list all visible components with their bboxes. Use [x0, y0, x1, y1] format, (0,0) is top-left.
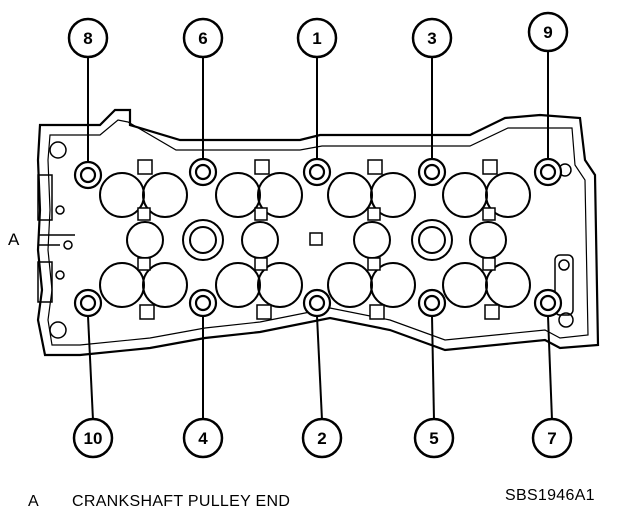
svg-text:2: 2 [317, 429, 326, 448]
figure-code: SBS1946A1 [505, 487, 595, 504]
legend-text: CRANKSHAFT PULLEY END [72, 493, 291, 510]
bolt-4 [188, 288, 218, 318]
svg-text:7: 7 [547, 429, 556, 448]
bolt-2 [302, 288, 332, 318]
bolt-9 [533, 157, 563, 187]
callout-3: 3 [411, 17, 453, 59]
callout-9: 9 [527, 11, 569, 53]
svg-text:5: 5 [429, 429, 438, 448]
legend-key: A [28, 493, 39, 510]
callout-7: 7 [531, 417, 573, 459]
journal-plugs [182, 219, 453, 261]
callout-1: 1 [296, 17, 338, 59]
bolt-10 [73, 288, 103, 318]
callout-8: 8 [67, 17, 109, 59]
bolt-8 [73, 160, 103, 190]
bolt-1 [302, 157, 332, 187]
bolt-7 [533, 288, 563, 318]
svg-text:4: 4 [198, 429, 208, 448]
callout-5: 5 [413, 417, 455, 459]
right-end-details [554, 163, 574, 328]
svg-text:10: 10 [84, 429, 103, 448]
side-label: A [8, 230, 20, 249]
bolt-6 [188, 157, 218, 187]
svg-text:3: 3 [427, 29, 436, 48]
svg-text:1: 1 [312, 29, 321, 48]
bolt-5 [417, 288, 447, 318]
svg-text:6: 6 [198, 29, 207, 48]
callout-6: 6 [182, 17, 224, 59]
bolt-3 [417, 157, 447, 187]
callouts: 8 6 1 3 9 10 4 2 5 7 [67, 11, 573, 459]
callout-4: 4 [182, 417, 224, 459]
callout-2: 2 [301, 417, 343, 459]
cylinder-head-outline [36, 108, 600, 357]
valve-tabs [137, 159, 500, 320]
svg-text:8: 8 [83, 29, 92, 48]
cylinder-head-inner-outline [47, 119, 589, 346]
crankshaft-end-details [37, 141, 75, 339]
leader-lines [87, 50, 553, 421]
callout-10: 10 [72, 417, 114, 459]
svg-text:9: 9 [543, 23, 552, 42]
valve-seats [99, 172, 531, 308]
